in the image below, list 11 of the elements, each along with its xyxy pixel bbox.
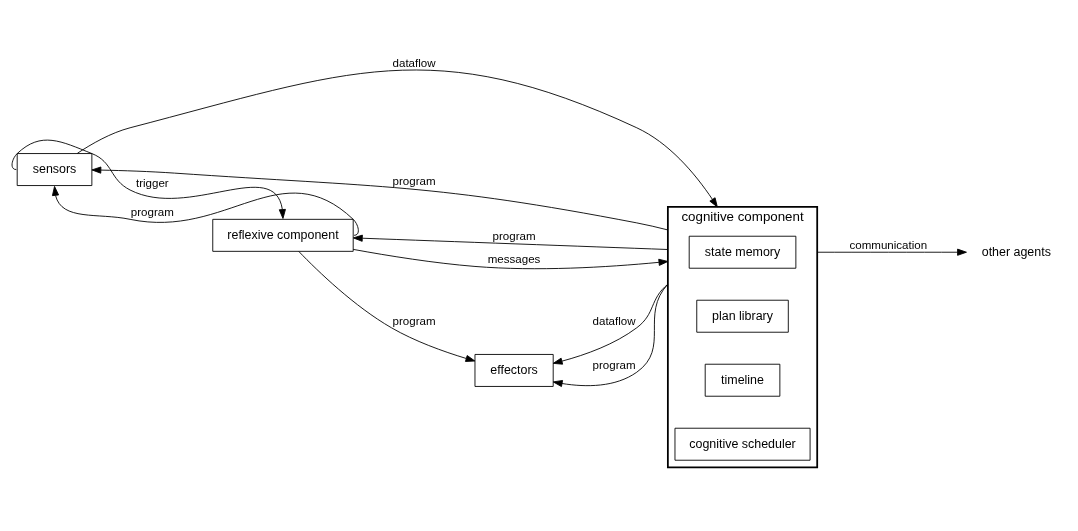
edge-label: dataflow — [592, 314, 636, 327]
edge-label: dataflow — [392, 56, 436, 69]
edge-label: program — [492, 229, 536, 242]
edge-label: communication — [849, 238, 928, 251]
edge-label: program — [130, 205, 174, 218]
node-text: other agents — [981, 244, 1051, 259]
edge-label: messages — [487, 252, 541, 265]
edge-label: program — [392, 174, 436, 187]
edge-label: trigger — [135, 176, 169, 189]
edge-label: program — [592, 358, 636, 371]
edge-label: program — [392, 314, 436, 327]
